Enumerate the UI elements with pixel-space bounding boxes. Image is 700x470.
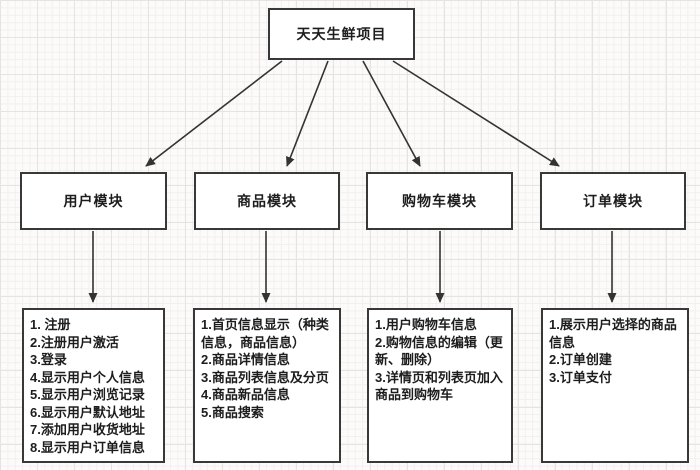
goods-module-details-node: 1.首页信息显示（种类信息，商品信息） 2.商品详情信息 3.商品列表信息及分页… [193,308,341,463]
detail-item: 4.商品新品信息 [201,387,290,402]
cart-module-node: 购物车模块 [366,172,513,230]
connector-root-to-goods-module [286,60,329,167]
detail-item: 3.详情页和列表页加入商品到购物车 [375,369,503,403]
module-label: 用户模块 [63,193,124,209]
detail-item: 3.订单支付 [549,369,612,385]
cart-module-details-node: 1.用户购物车信息 2.购物信息的编辑（更新、删除） 3.详情页和列表页加入商品… [367,308,513,463]
order-module-details-node: 1.展示用户选择的商品信息 2.订单创建 3.订单支付 [541,308,689,463]
detail-item: 2.商品详情信息 [201,352,290,367]
module-label: 购物车模块 [402,193,477,209]
detail-item: 5.商品搜索 [201,404,264,420]
order-module-node: 订单模块 [540,172,686,230]
module-label: 订单模块 [583,193,643,209]
detail-item: 1.展示用户选择的商品信息 [549,317,677,350]
detail-item: 1. 注册 [30,317,71,332]
root-node-label: 天天生鲜项目 [296,26,387,42]
connector-root-to-order-module [392,60,560,167]
module-label: 商品模块 [237,193,297,209]
connector-root-to-user-module [145,60,283,167]
detail-item: 4.显示用户个人信息 [30,369,145,385]
detail-item: 7.添加用户收货地址 [30,422,145,437]
root-node: 天天生鲜项目 [268,8,415,60]
detail-item: 3.登录 [30,352,67,367]
detail-item: 2.订单创建 [549,352,612,367]
detail-item: 6.显示用户默认地址 [30,404,145,420]
user-module-details-node: 1. 注册 2.注册用户激活 3.登录 4.显示用户个人信息 5.显示用户浏览记… [22,308,165,463]
detail-item: 1.用户购物车信息 [375,317,477,332]
detail-item: 1.首页信息显示（种类信息，商品信息） [201,317,329,350]
connector-root-to-cart-module [362,60,421,167]
detail-item: 5.显示用户浏览记录 [30,387,145,402]
detail-item: 2.购物信息的编辑（更新、删除） [375,334,503,368]
detail-item: 8.显示用户订单信息 [30,439,145,455]
detail-item: 2.注册用户激活 [30,334,119,350]
user-module-node: 用户模块 [20,172,167,230]
detail-item: 3.商品列表信息及分页 [201,369,329,385]
goods-module-node: 商品模块 [194,172,340,230]
